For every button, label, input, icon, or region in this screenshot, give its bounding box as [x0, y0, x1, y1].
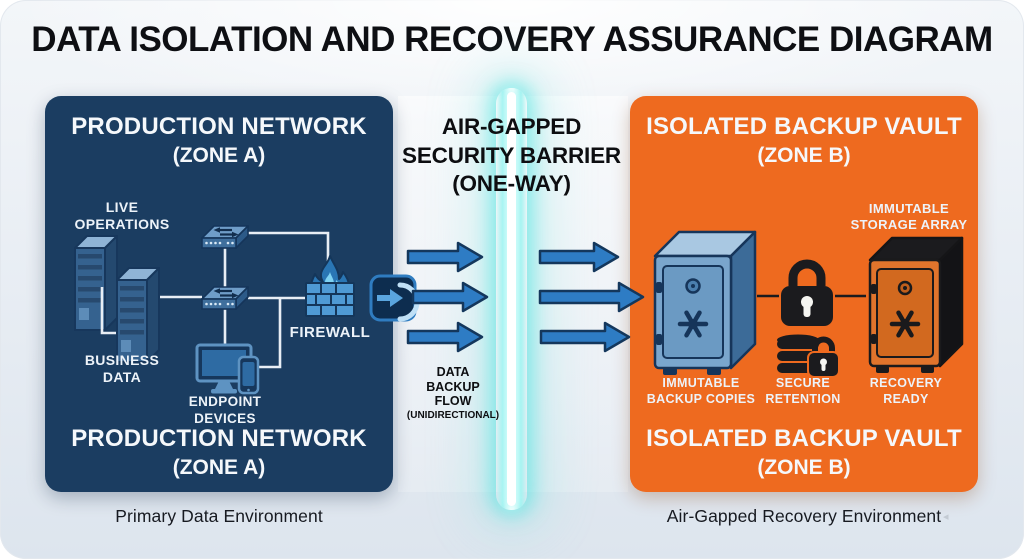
secure-retention-label: SECURE RETENTION: [736, 376, 870, 407]
barrier-title: AIR-GAPPED SECURITY BARRIER (ONE-WAY): [395, 113, 628, 199]
business-data-label: BUSINESS DATA: [62, 352, 182, 386]
label-line: DEVICES: [194, 410, 256, 426]
zone-b-header-line1: ISOLATED BACKUP VAULT: [646, 113, 962, 140]
label-line: RECOVERY: [869, 376, 943, 390]
zone-a-header-line2: (ZONE A): [172, 144, 266, 167]
label-line: DATA: [102, 369, 142, 385]
label-line: BACKUP COPIES: [646, 391, 756, 406]
label-line: IMMUTABLE: [868, 201, 950, 216]
label-line: RETENTION: [765, 391, 841, 406]
label-line: AIR-GAPPED: [441, 114, 582, 139]
label-line: ENDPOINT: [188, 394, 262, 409]
zone-a-footer-line2: (ZONE A): [172, 456, 266, 479]
zone-b-header: ISOLATED BACKUP VAULT (ZONE B): [630, 111, 978, 169]
label-line: DATA: [436, 365, 470, 379]
zone-b-footer-line2: (ZONE B): [757, 456, 851, 479]
live-operations-label: LIVE OPERATIONS: [62, 199, 182, 233]
air-gap-barrier-core: [507, 92, 516, 506]
page-title: DATA ISOLATION AND RECOVERY ASSURANCE DI…: [31, 20, 993, 59]
zone-b-footer: ISOLATED BACKUP VAULT (ZONE B): [630, 423, 978, 481]
zone-a-footer-line1: PRODUCTION NETWORK: [71, 425, 367, 452]
recovery-ready-label: RECOVERY READY: [838, 376, 974, 407]
zone-b-caption: Air-Gapped Recovery Environment: [666, 506, 942, 526]
endpoint-devices-label: ENDPOINT DEVICES: [165, 394, 285, 427]
label-line: (ONE-WAY): [452, 171, 571, 196]
immutable-storage-array-label: IMMUTABLE STORAGE ARRAY: [838, 201, 980, 233]
label-line: (UNIDIRECTIONAL): [406, 409, 500, 421]
zone-a-panel: PRODUCTION NETWORK (ZONE A) PRODUCTION N…: [45, 96, 393, 492]
label-line: OPERATIONS: [74, 216, 170, 232]
zone-a-header: PRODUCTION NETWORK (ZONE A): [45, 111, 393, 169]
firewall-label: FIREWALL: [280, 324, 380, 341]
zone-a-caption: Primary Data Environment: [115, 506, 323, 526]
zone-b-header-line2: (ZONE B): [757, 144, 851, 167]
label-line: BUSINESS: [84, 352, 160, 368]
zone-a-footer: PRODUCTION NETWORK (ZONE A): [45, 423, 393, 481]
label-line: SECURITY BARRIER: [402, 142, 621, 168]
label-line: IMMUTABLE: [662, 376, 740, 390]
label-line: SECURE: [775, 376, 831, 390]
label-line: FLOW: [434, 394, 472, 408]
air-gap-barrier: [496, 88, 527, 510]
label-line: LIVE: [105, 199, 139, 215]
zone-b-footer-line1: ISOLATED BACKUP VAULT: [646, 425, 962, 452]
faint-cursor-artifact: ◂: [943, 511, 949, 523]
label-line: STORAGE ARRAY: [850, 217, 968, 232]
label-line: BACKUP: [426, 379, 480, 394]
backup-flow-label: DATA BACKUP FLOW (UNIDIRECTIONAL): [398, 365, 508, 422]
label-line: READY: [883, 391, 929, 406]
immutable-backup-copies-label: IMMUTABLE BACKUP COPIES: [632, 376, 770, 407]
zone-b-panel: ISOLATED BACKUP VAULT (ZONE B) ISOLATED …: [630, 96, 978, 492]
label-line: FIREWALL: [289, 324, 371, 341]
zone-a-header-line1: PRODUCTION NETWORK: [71, 113, 367, 140]
